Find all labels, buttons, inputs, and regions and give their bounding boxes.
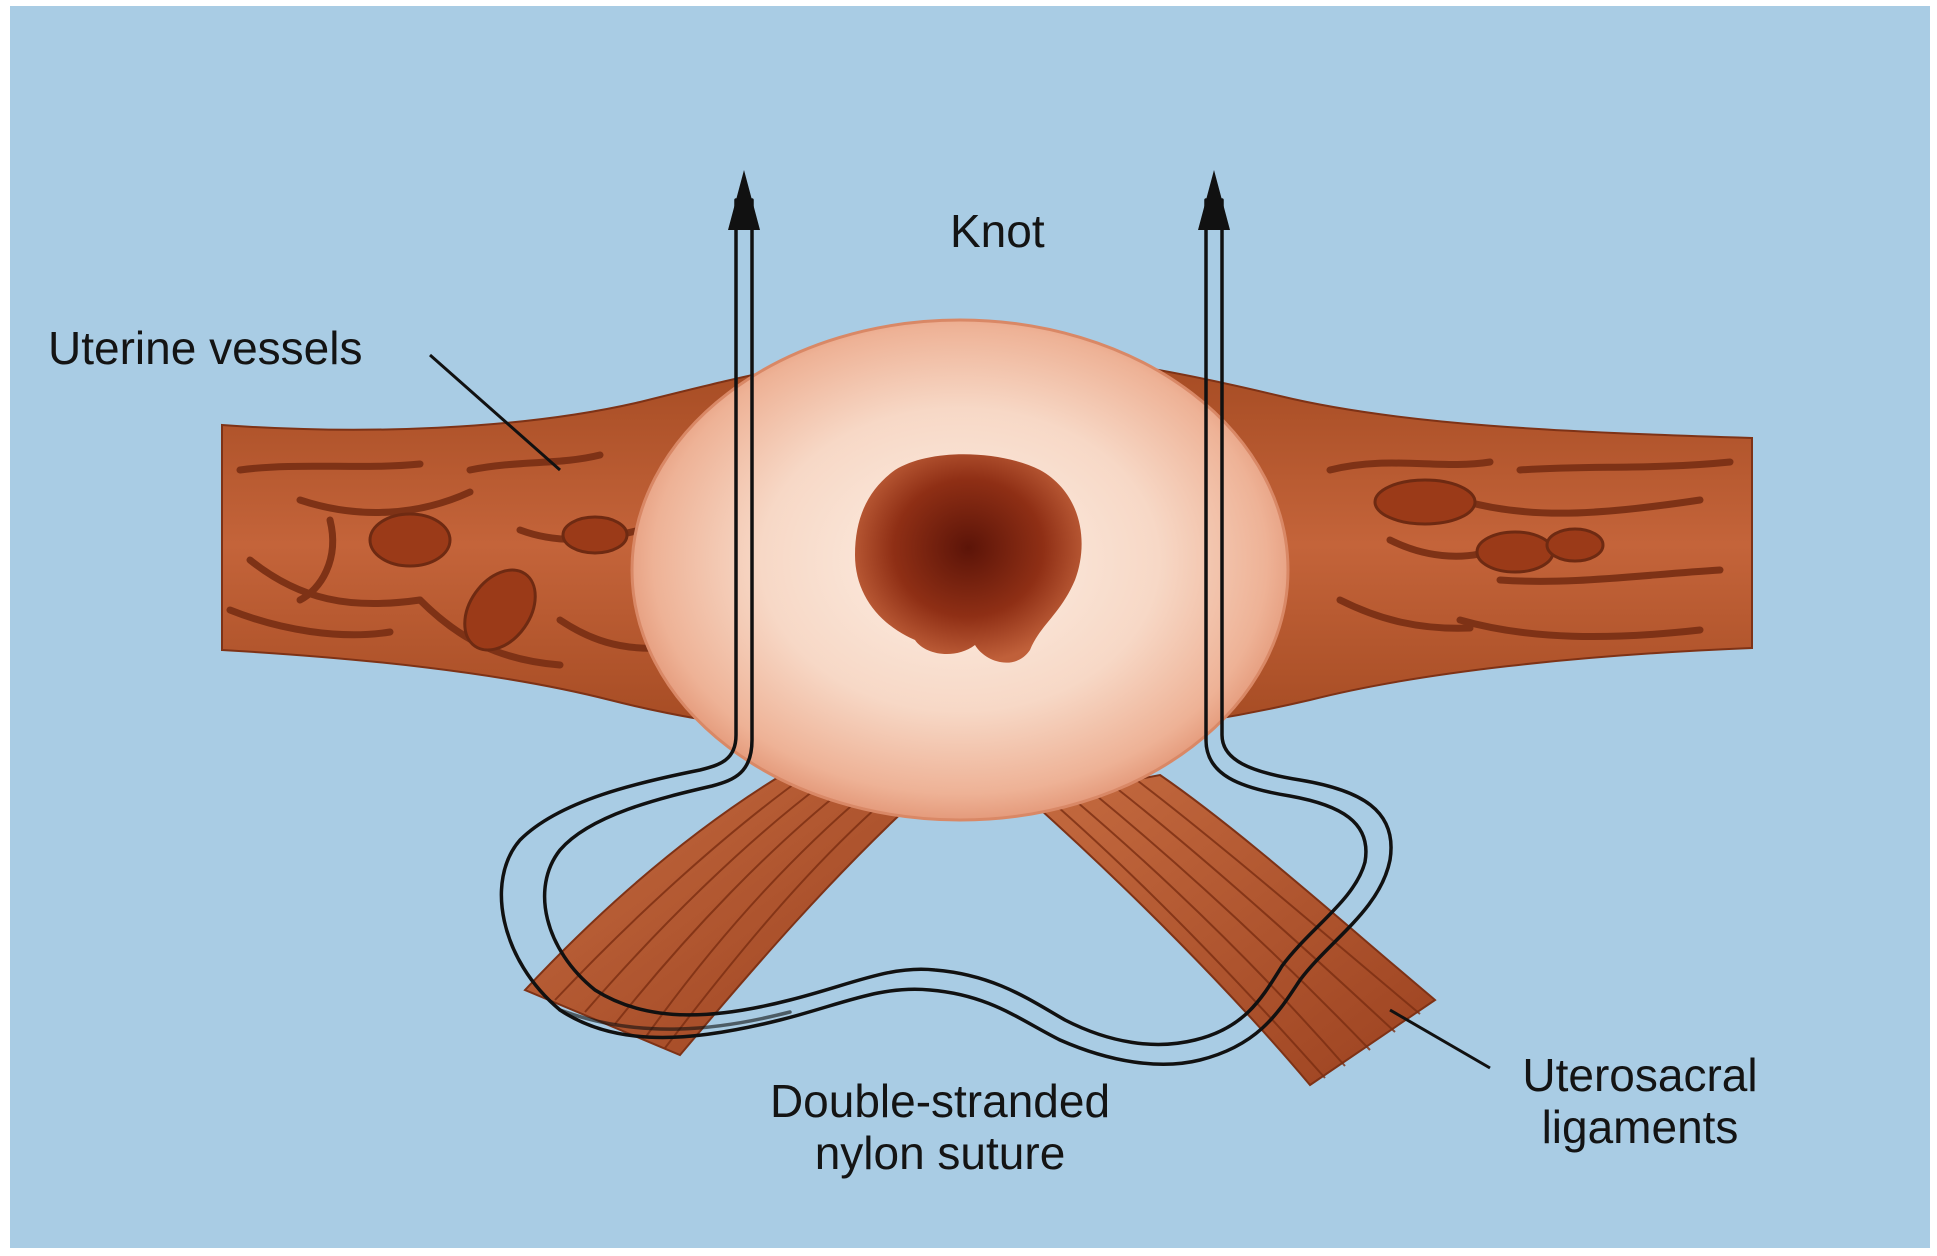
label-double-stranded-nylon-suture: Double-stranded nylon suture bbox=[740, 1076, 1140, 1179]
label-ligaments-line2: ligaments bbox=[1500, 1102, 1780, 1154]
vessel-cross-section bbox=[370, 514, 450, 566]
label-suture-line1: Double-stranded bbox=[740, 1076, 1140, 1128]
vessel-cross-section bbox=[1375, 480, 1475, 524]
label-knot: Knot bbox=[950, 206, 1045, 258]
label-ligaments-line1: Uterosacral bbox=[1500, 1050, 1780, 1102]
vessel-cross-section bbox=[563, 517, 627, 553]
vessel-cross-section bbox=[1547, 529, 1603, 561]
label-uterine-vessels: Uterine vessels bbox=[48, 323, 362, 375]
label-uterosacral-ligaments: Uterosacral ligaments bbox=[1500, 1050, 1780, 1153]
vessel-cross-section bbox=[1477, 532, 1553, 572]
label-suture-line2: nylon suture bbox=[740, 1128, 1140, 1180]
